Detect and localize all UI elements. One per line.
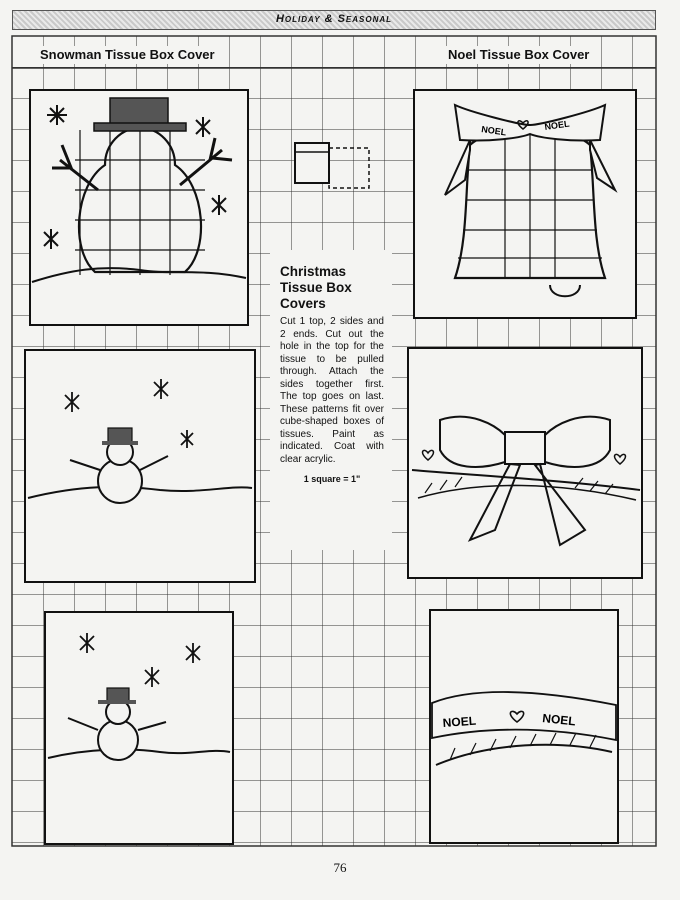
snowflake-icon [79, 633, 201, 687]
bow-ribbon-left-text: NOEL [481, 124, 508, 137]
snowman-side-panel [24, 349, 256, 583]
heart-icon [509, 710, 525, 724]
noel-end-panel: NOEL NOEL [429, 609, 619, 844]
heart-icon [517, 120, 529, 130]
section-header-title: Holiday & Seasonal [275, 13, 393, 25]
scale-note: 1 square = 1" [303, 474, 361, 484]
snowman-top-panel [29, 89, 249, 326]
section-header: Holiday & Seasonal [12, 10, 656, 30]
snowflake-icon [64, 379, 194, 448]
banner-left-text: NOEL [442, 714, 476, 730]
instructions-box: Christmas Tissue Box Covers Cut 1 top, 2… [270, 250, 392, 550]
noel-side-panel [407, 347, 643, 579]
instructions-title: Christmas Tissue Box Covers [280, 264, 352, 311]
right-column-title: Noel Tissue Box Cover [444, 46, 594, 64]
snowflake-icon [43, 105, 227, 249]
banner-right-text: NOEL [542, 711, 577, 728]
page-number: 76 [333, 860, 347, 875]
instructions-body: Cut 1 top, 2 sides and 2 ends. Cut out t… [280, 316, 384, 465]
heart-icon [613, 453, 627, 465]
noel-top-panel: NOEL NOEL [413, 89, 637, 319]
box-fold-diagram [294, 142, 370, 189]
bow-ribbon-right-text: NOEL [544, 119, 571, 132]
snowman-end-panel [44, 611, 234, 845]
heart-icon [421, 449, 435, 461]
left-column-title: Snowman Tissue Box Cover [36, 46, 219, 64]
